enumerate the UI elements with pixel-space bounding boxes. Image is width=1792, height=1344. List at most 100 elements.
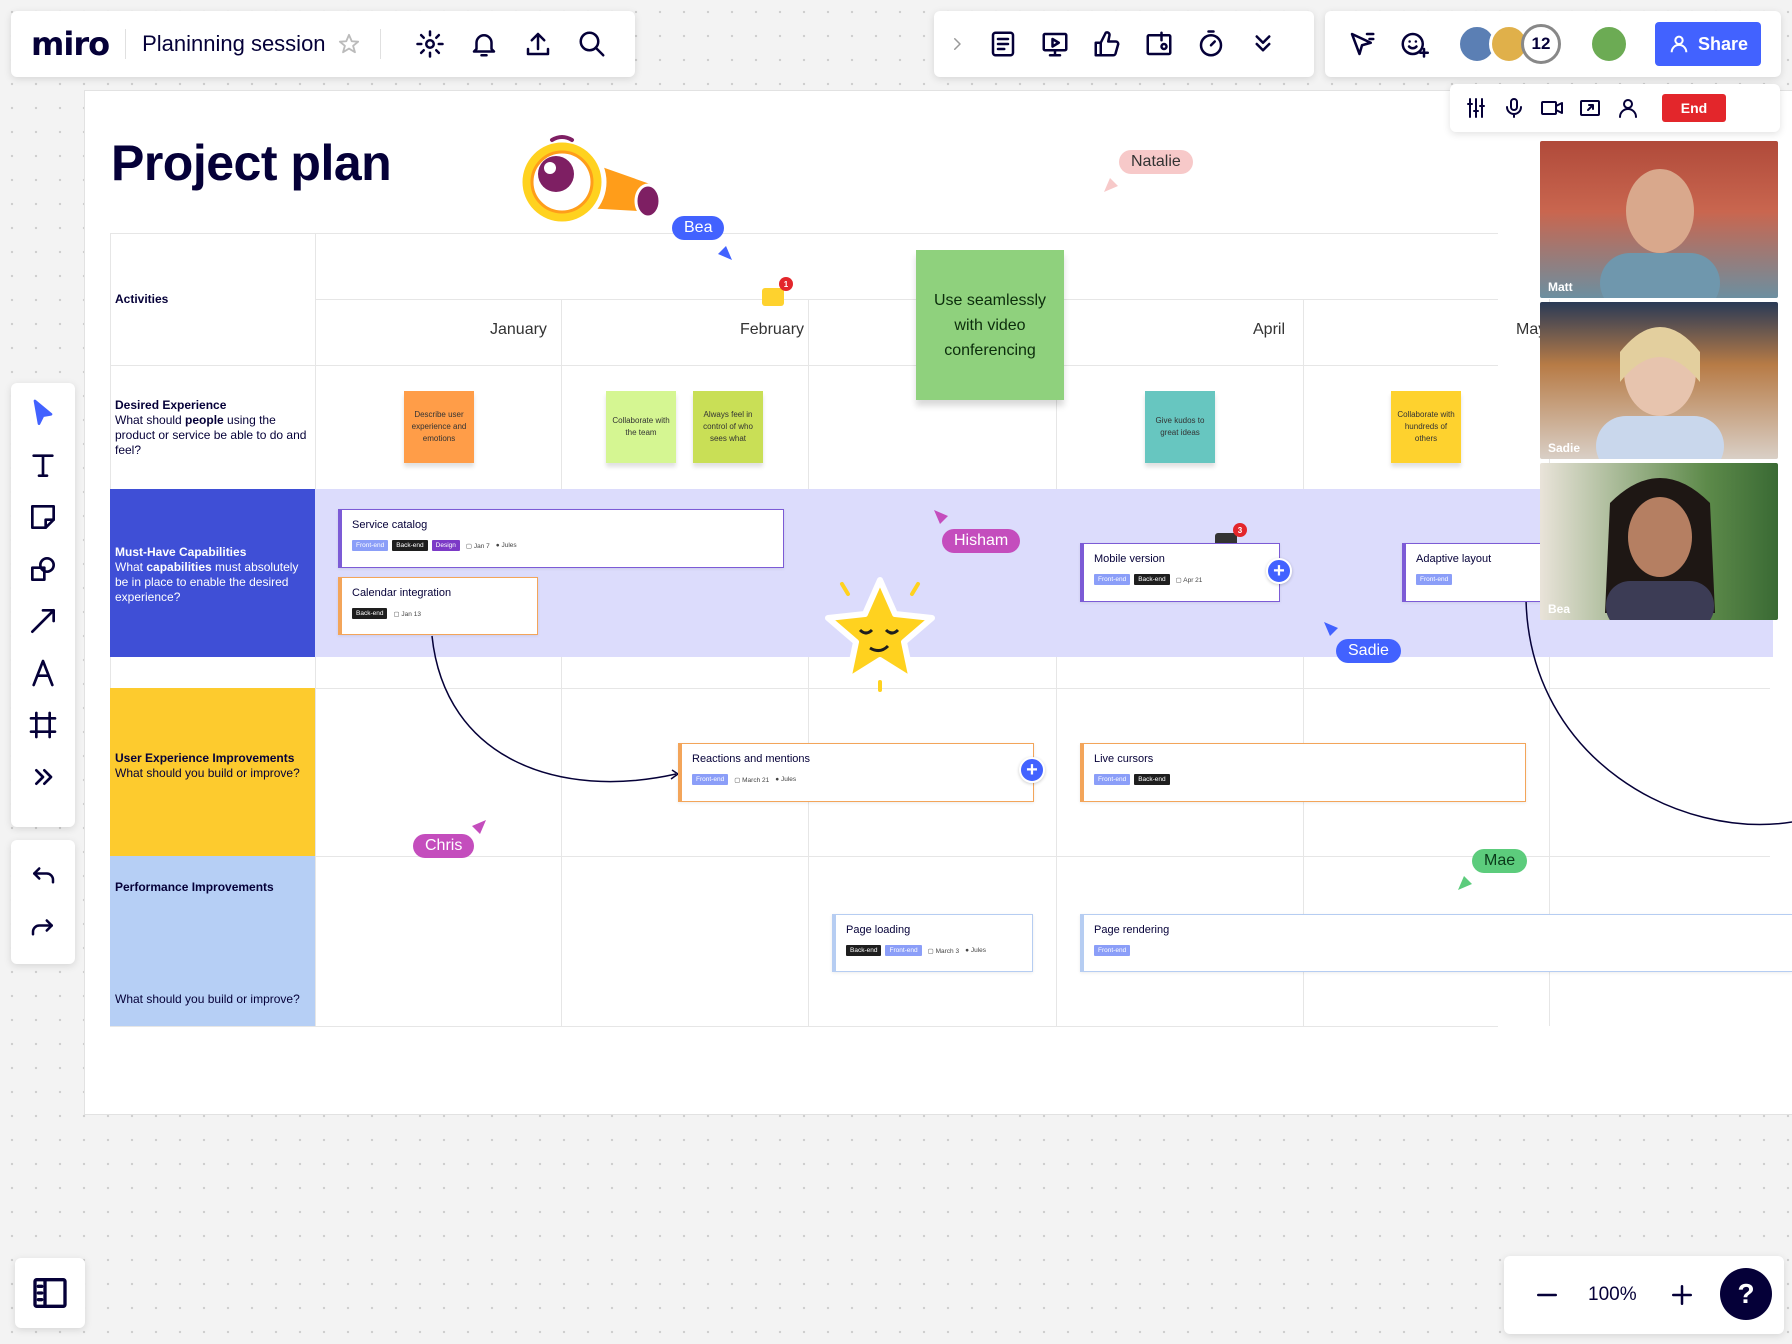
comment-icon[interactable] [762,288,784,306]
video-tile[interactable]: Sadie [1540,302,1778,459]
connector-tool-icon[interactable] [27,605,59,637]
collaboration-toolbar [934,11,1314,77]
video-call-bar: End [1450,84,1780,132]
bell-icon[interactable] [469,29,499,59]
divider [379,29,381,59]
cursor-pointer-icon [718,246,732,260]
miro-logo[interactable]: miro [31,25,110,63]
board-header: miro Planinning session [11,11,635,77]
cursor-label-bea: Bea [672,216,725,240]
cursor-follow-icon[interactable] [1347,29,1377,59]
assignee: ● Jules [965,947,987,954]
sticky-note[interactable]: Collaborate with hundreds of others [1391,391,1461,463]
participants-icon[interactable] [1616,96,1640,120]
grid-line [315,299,1498,300]
board-name[interactable]: Planinning session [142,31,326,56]
more-tools-icon[interactable] [27,761,59,793]
presentation-icon[interactable] [1040,29,1070,59]
card-calendar-integration[interactable]: Calendar integration Back-end ▢ Jan 13 [338,577,538,635]
cursor-label-sadie: Sadie [1336,639,1401,663]
notes-icon[interactable] [988,29,1018,59]
pen-tool-icon[interactable] [27,657,59,689]
card-adaptive-layout[interactable]: Adaptive layout Front-end [1402,543,1542,602]
zoom-level[interactable]: 100% [1588,1284,1637,1305]
sticky-note[interactable]: Describe user experience and emotions [404,391,474,463]
card-service-catalog[interactable]: Service catalog Front-end Back-end Desig… [338,509,784,568]
chevron-right-icon[interactable] [948,35,966,53]
assignee: ● Jules [495,542,517,549]
user-icon [1670,35,1688,53]
grid-line [808,299,809,1026]
zoom-out-icon[interactable] [1532,1280,1562,1310]
collaborator-count-badge[interactable]: 12 [1521,24,1561,64]
sticky-note[interactable]: Give kudos to great ideas [1145,391,1215,463]
card-page-rendering[interactable]: Page rendering Front-end [1080,914,1792,972]
cursor-pointer-icon [934,510,948,524]
calendar-icon: ▢ Jan 13 [393,610,421,618]
sticky-note[interactable]: Collaborate with the team [606,391,676,463]
card-mobile-version[interactable]: Mobile version Front-end Back-end ▢ Apr … [1080,543,1280,602]
participant-video [1600,169,1720,298]
grid-line [110,688,1770,689]
big-sticky-note[interactable]: Use seamlessly with video conferencing [916,250,1064,400]
must-have-header [110,489,315,657]
row-label-activities: Activities [115,292,169,306]
zoom-in-icon[interactable] [1667,1280,1697,1310]
sidebar-icon [30,1273,70,1313]
screen-share-icon[interactable] [1578,96,1602,120]
undo-icon[interactable] [28,861,58,891]
star-sticker[interactable] [820,572,940,692]
card-icon[interactable] [1144,29,1174,59]
month-april: April [1253,321,1286,338]
search-icon[interactable] [577,29,607,59]
select-tool-icon[interactable] [27,397,59,429]
add-card-button[interactable]: + [1266,558,1292,584]
participant-video [1596,327,1724,459]
telescope-sticker[interactable] [516,134,666,224]
upload-icon[interactable] [523,29,553,59]
row-label-perf-title: Performance Improvements [115,880,274,894]
card-reactions-mentions[interactable]: Reactions and mentions Front-end ▢ March… [678,743,1034,802]
chevron-double-down-icon[interactable] [1248,29,1278,59]
share-button[interactable]: Share [1655,22,1761,66]
star-icon[interactable] [338,33,360,55]
card-live-cursors[interactable]: Live cursors Front-end Back-end [1080,743,1526,802]
board-title: Project plan [111,135,392,191]
camera-icon[interactable] [1540,96,1564,120]
cursor-pointer-icon [1458,876,1472,890]
video-tile[interactable]: Bea [1540,463,1778,620]
left-toolbar [11,383,75,827]
avatar[interactable] [1589,24,1629,64]
calendar-icon: ▢ March 21 [734,776,770,784]
grid-line [1303,299,1304,1026]
text-tool-icon[interactable] [27,449,59,481]
sticky-note[interactable]: Always feel in control of who sees what [693,391,763,463]
timer-icon[interactable] [1196,29,1226,59]
sliders-icon[interactable] [1464,96,1488,120]
grid-line [561,299,562,1026]
grid-line [1056,299,1057,1026]
card-page-loading[interactable]: Page loading Back-end Front-end ▢ March … [832,914,1033,972]
share-label: Share [1697,33,1749,54]
board-sidebar-toggle[interactable] [15,1258,85,1328]
help-button[interactable]: ? [1720,1268,1772,1320]
cursor-pointer-icon [472,820,486,834]
settings-icon[interactable] [415,29,445,59]
video-tile[interactable]: Matt [1540,141,1778,298]
comment-count-badge: 3 [1233,523,1247,537]
frame-tool-icon[interactable] [27,709,59,741]
add-card-button[interactable]: + [1019,757,1045,783]
redo-icon[interactable] [28,913,58,943]
thumbs-up-icon[interactable] [1092,29,1122,59]
shapes-tool-icon[interactable] [27,553,59,585]
end-call-button[interactable]: End [1662,94,1726,122]
zoom-controls: 100% ? [1504,1256,1784,1334]
microphone-icon[interactable] [1502,96,1526,120]
add-reaction-icon[interactable] [1399,29,1429,59]
grid-line [1549,299,1550,1026]
participant-video [1605,478,1715,620]
cursor-pointer-icon [1104,178,1118,192]
sticky-note-tool-icon[interactable] [27,501,59,533]
grid-line [110,1026,1498,1027]
